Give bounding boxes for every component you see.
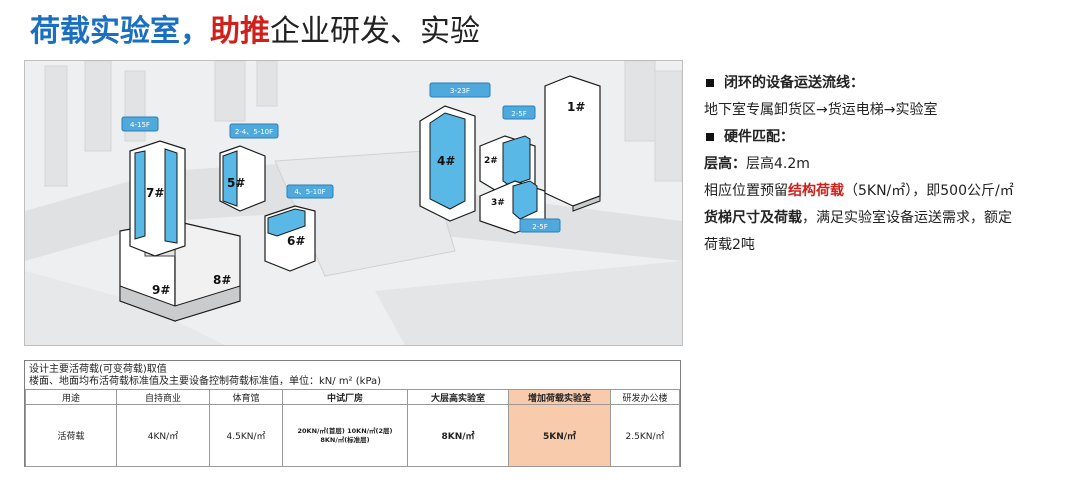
elevator-line-cont: 荷载2吨 xyxy=(704,237,755,253)
building-5-label: 5# xyxy=(227,176,245,190)
building-7-label: 7# xyxy=(146,186,164,200)
table-header-row: 用途 自持商业 体育馆 中试厂房 大层高实验室 增加荷载实验室 研发办公楼 xyxy=(25,389,680,405)
logistics-heading: 闭环的设备运送流线： xyxy=(704,70,1074,97)
campus-map-illustration: 4-15F 2-4、5-10F 4、5-10F 3-23F 2-5F 2-5F … xyxy=(25,61,682,345)
logistics-flow: 地下室专属卸货区→货运电梯→实验室 xyxy=(704,102,938,118)
building-3-label: 3# xyxy=(491,198,505,208)
bullet-square-icon xyxy=(706,78,714,87)
title-part-2: 助推 xyxy=(210,14,270,49)
table-cell: 8KN/㎡ xyxy=(407,404,509,467)
campus-map: 4-15F 2-4、5-10F 4、5-10F 3-23F 2-5F 2-5F … xyxy=(24,60,683,346)
hardware-heading: 硬件匹配： xyxy=(704,124,1074,151)
table-cell: 4.5KN/㎡ xyxy=(209,404,283,467)
page-title: 荷载实验室，助推企业研发、实验 xyxy=(30,12,480,52)
table-header-cell: 大层高实验室 xyxy=(407,389,509,405)
table-cell: 2.5KN/㎡ xyxy=(610,404,680,467)
callout-4: 3-23F xyxy=(450,87,470,95)
callout-7: 4-15F xyxy=(130,121,150,129)
info-panel: 闭环的设备运送流线： 地下室专属卸货区→货运电梯→实验室 硬件匹配： 层高：层高… xyxy=(704,70,1074,259)
elevator-line: 货梯尺寸及荷载，满足实验室设备运送需求，额定 xyxy=(704,210,1012,226)
building-labels: 1# 2# 3# 4# 5# 6# 7# 8# 9# xyxy=(146,100,585,297)
table-caption-2: 楼面、地面均布活荷载标准值及主要设备控制荷载标准值，单位：kN/ m² (kPa… xyxy=(29,376,382,387)
table-header-cell: 自持商业 xyxy=(116,389,210,405)
bullet-square-icon xyxy=(706,132,714,141)
table-header-cell: 研发办公楼 xyxy=(610,389,680,405)
callout-labels: 4-15F 2-4、5-10F 4、5-10F 3-23F 2-5F 2-5F xyxy=(130,87,548,231)
table-header-cell: 体育馆 xyxy=(209,389,283,405)
load-values-table: 用途 自持商业 体育馆 中试厂房 大层高实验室 增加荷载实验室 研发办公楼 活荷… xyxy=(25,389,680,467)
table-cell-highlight: 5KN/㎡ xyxy=(508,404,611,467)
callout-2: 2-5F xyxy=(511,110,526,118)
structural-load-line: 相应位置预留结构荷载（5KN/㎡），即500公斤/㎡ xyxy=(704,183,1014,199)
load-table: 设计主要活荷载(可变荷载)取值 楼面、地面均布活荷载标准值及主要设备控制荷载标准… xyxy=(24,360,681,467)
building-6-label: 6# xyxy=(287,234,305,248)
table-cell-pilot: 20KN/㎡(首层) 10KN/㎡(2层) 8KN/㎡(标准层) xyxy=(282,404,408,467)
table-header-cell-highlight: 增加荷载实验室 xyxy=(508,389,611,405)
floor-height-line: 层高：层高4.2m xyxy=(704,156,810,172)
title-part-3: 企业研发、实验 xyxy=(270,14,480,49)
table-cell: 4KN/㎡ xyxy=(116,404,210,467)
building-1-label: 1# xyxy=(567,100,585,114)
callout-group xyxy=(121,82,561,233)
table-header-cell: 中试厂房 xyxy=(282,389,408,405)
building-2-label: 2# xyxy=(484,156,498,166)
callout-6: 4、5-10F xyxy=(294,188,325,196)
building-9-label: 9# xyxy=(152,283,170,297)
table-header-cell: 用途 xyxy=(25,389,117,405)
callout-3: 2-5F xyxy=(532,223,547,231)
building-4-label: 4# xyxy=(437,154,455,168)
callout-5: 2-4、5-10F xyxy=(235,128,273,136)
table-row: 活荷载 4KN/㎡ 4.5KN/㎡ 20KN/㎡(首层) 10KN/㎡(2层) … xyxy=(25,404,680,467)
table-caption: 设计主要活荷载(可变荷载)取值 楼面、地面均布活荷载标准值及主要设备控制荷载标准… xyxy=(25,361,680,389)
title-part-1: 荷载实验室， xyxy=(30,14,210,49)
table-caption-1: 设计主要活荷载(可变荷载)取值 xyxy=(29,364,167,375)
table-cell-label: 活荷载 xyxy=(25,404,117,467)
building-8-label: 8# xyxy=(213,273,231,287)
